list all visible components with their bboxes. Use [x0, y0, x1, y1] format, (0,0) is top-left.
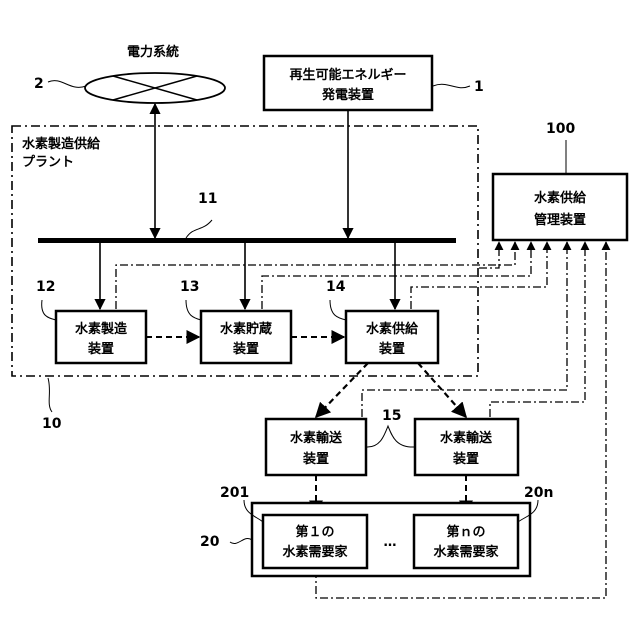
storage-line2: 装置: [232, 341, 259, 357]
consumer-first-line1: 第１の: [295, 524, 334, 540]
transport-1-line1: 水素輸送: [290, 430, 343, 446]
manager-ref: 100: [546, 121, 575, 137]
transport-2-line1: 水素輸送: [440, 430, 493, 446]
plant-label-line1: 水素製造供給: [22, 136, 101, 152]
consumer-first-box: [263, 515, 367, 568]
production-line2: 装置: [87, 341, 114, 357]
storage-ref-leader: [186, 300, 201, 320]
power-bus-bar: [38, 238, 456, 243]
consumer-last-ref: 20n: [524, 485, 553, 501]
renewable-line2: 発電装置: [321, 87, 374, 103]
transport-ref: 15: [382, 408, 401, 424]
storage-line1: 水素貯蔵: [220, 321, 272, 337]
consumer-last-line2: 水素需要家: [433, 544, 499, 560]
bus-ref-leader: [186, 220, 212, 238]
consumer-first-ref: 201: [220, 485, 249, 501]
consumer-first-line2: 水素需要家: [282, 544, 348, 560]
bus-ref: 11: [198, 191, 217, 207]
power-grid-ref-leader: [48, 81, 86, 88]
supply-ref-leader: [330, 300, 346, 320]
consumers-ref-leader: [230, 538, 252, 543]
plant-ref-leader: [48, 378, 52, 412]
consumer-last-line1: 第ｎの: [446, 524, 485, 540]
supply-line2: 装置: [378, 341, 405, 357]
supply-ref: 14: [326, 279, 346, 295]
consumers-ellipsis: …: [384, 535, 397, 550]
production-line1: 水素製造: [75, 321, 128, 337]
consumers-ref: 20: [200, 534, 220, 550]
supply-line1: 水素供給: [366, 321, 419, 337]
transport-ref-leader: [366, 426, 415, 447]
manager-line2: 管理装置: [534, 212, 586, 228]
supply-to-transport1-flow: [316, 363, 368, 417]
power-grid-icon: [85, 73, 225, 103]
manager-line1: 水素供給: [534, 190, 587, 206]
production-ref: 12: [36, 279, 55, 295]
transport-1-line2: 装置: [302, 451, 329, 467]
plant-label-line2: プラント: [22, 155, 74, 170]
storage-ref: 13: [180, 279, 199, 295]
production-ref-leader: [42, 300, 56, 320]
transport-2-line2: 装置: [452, 451, 479, 467]
consumer-last-box: [414, 515, 518, 568]
renewable-line1: 再生可能エネルギー: [289, 67, 406, 83]
power-grid-ref: 2: [34, 76, 44, 92]
plant-ref: 10: [42, 416, 62, 432]
manager-box: [493, 174, 627, 240]
renewable-ref: 1: [474, 79, 484, 95]
renewable-ref-leader: [433, 84, 470, 87]
power-grid-label: 電力系統: [127, 44, 179, 60]
